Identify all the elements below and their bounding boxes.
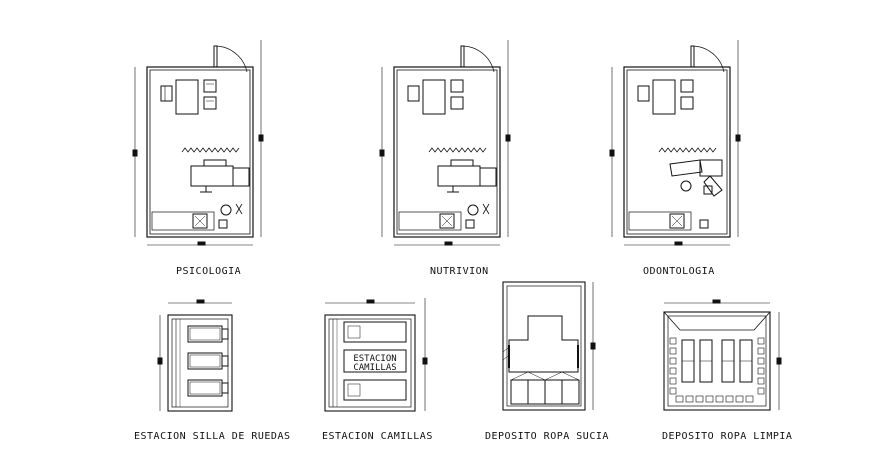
caption-psicologia: PSICOLOGIA: [176, 266, 242, 277]
caption-deposito-sucia: DEPOSITO ROPA SUCIA: [485, 431, 609, 442]
caption-odontologia: ODONTOLOGIA: [643, 266, 715, 277]
plan-deposito-limpia: [663, 299, 782, 411]
plan-odontologia: [609, 40, 741, 246]
plan-nutricion: [379, 40, 511, 246]
plan-estacion-camillas: [324, 298, 428, 412]
caption-estacion-camillas: ESTACION CAMILLAS: [322, 431, 433, 442]
plan-estacion-silla: [157, 299, 233, 412]
caption-nutricion: NUTRIVION: [430, 266, 489, 277]
plan-deposito-sucia: [502, 281, 596, 411]
caption-deposito-limpia: DEPOSITO ROPA LIMPIA: [662, 431, 793, 442]
estacion-inner-line2: CAMILLAS: [353, 363, 396, 373]
plan-psicologia: [132, 40, 264, 246]
caption-estacion-silla: ESTACION SILLA DE RUEDAS: [134, 431, 291, 442]
estacion-inner-line1: ESTACION: [353, 354, 396, 364]
